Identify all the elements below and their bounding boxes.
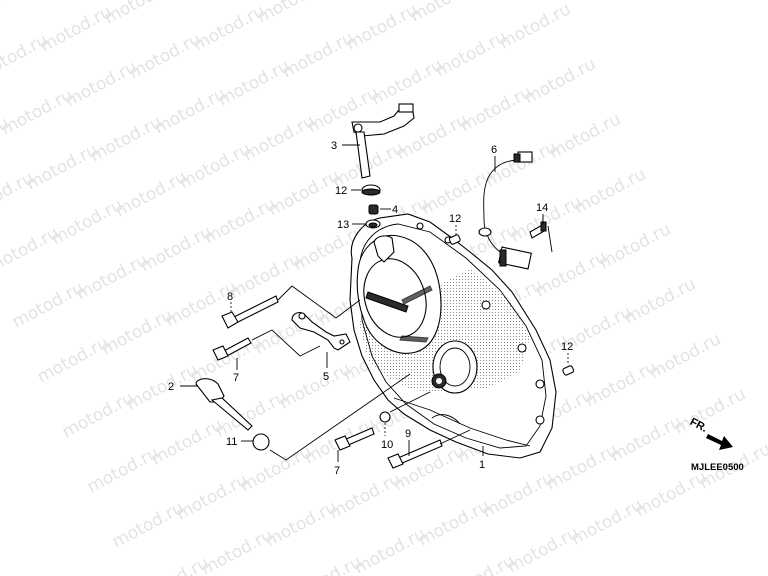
watermark-text: motod.ru [12, 0, 90, 1]
washer-9[interactable] [379, 411, 391, 423]
dowel-pin-upper[interactable] [448, 234, 461, 245]
watermark-text: motod.ru [571, 164, 649, 218]
watermark-text: motod.ru [671, 384, 749, 438]
leader-lines [180, 144, 569, 462]
watermark-text: motod.ru [0, 0, 26, 29]
dowel-pin-right[interactable] [562, 365, 575, 376]
watermark-text: motod.ru [407, 0, 485, 26]
flange-bolt-long-upper[interactable] [221, 295, 279, 329]
watermark-text: motod.ru [254, 0, 332, 27]
watermark-text: motod.ru [646, 329, 724, 383]
callout-14: 14 [536, 202, 548, 214]
callout-7-lower: 7 [334, 465, 340, 477]
callout-1: 1 [479, 459, 485, 471]
flange-bolt-long-lower[interactable] [387, 439, 443, 469]
bolt-14[interactable] [529, 221, 547, 239]
spring[interactable] [368, 204, 379, 215]
oil-dipstick[interactable] [195, 378, 253, 431]
watermark-text: motod.ru [546, 109, 624, 163]
callout-5: 5 [323, 371, 329, 383]
watermark-text: motod.ru [496, 0, 574, 53]
callout-7-upper: 7 [233, 372, 239, 384]
callout-12-right: 12 [561, 341, 573, 353]
callout-11: 11 [226, 436, 237, 448]
callout-3: 3 [331, 140, 337, 152]
callout-4: 4 [392, 204, 398, 216]
callouts: 3 12 4 13 6 12 14 8 7 5 2 11 10 7 9 1 12 [168, 140, 573, 477]
diagram-code: MJLEE0500 [691, 462, 744, 473]
flange-bolt-lower[interactable] [334, 427, 375, 451]
callout-9: 10 [381, 439, 393, 451]
watermark-text: motod.ru [596, 219, 674, 273]
o-ring[interactable] [252, 433, 270, 451]
washer-13[interactable] [365, 219, 381, 229]
watermark-text: motod.ru [101, 0, 179, 28]
callout-13: 13 [337, 219, 349, 231]
oil-seal[interactable] [361, 184, 381, 196]
callout-2: 2 [168, 381, 174, 393]
watermark-text: motod.ru [521, 54, 599, 108]
flange-bolt-upper[interactable] [212, 337, 252, 361]
crankcase-cover[interactable] [349, 213, 557, 459]
callout-8-upper: 8 [227, 291, 233, 303]
bracket[interactable] [291, 311, 351, 351]
assembly-guide-lines [251, 225, 553, 461]
callout-6: 6 [491, 144, 497, 156]
sensor-harness[interactable] [478, 151, 533, 270]
callout-12-upper: 12 [449, 213, 461, 225]
callout-10: 12 [335, 185, 347, 197]
watermark-text: motod.ru [621, 274, 699, 328]
callout-8-lower: 9 [405, 428, 411, 440]
arrow-down-right-icon [706, 434, 733, 450]
shift-arm-shaft[interactable] [351, 103, 415, 179]
